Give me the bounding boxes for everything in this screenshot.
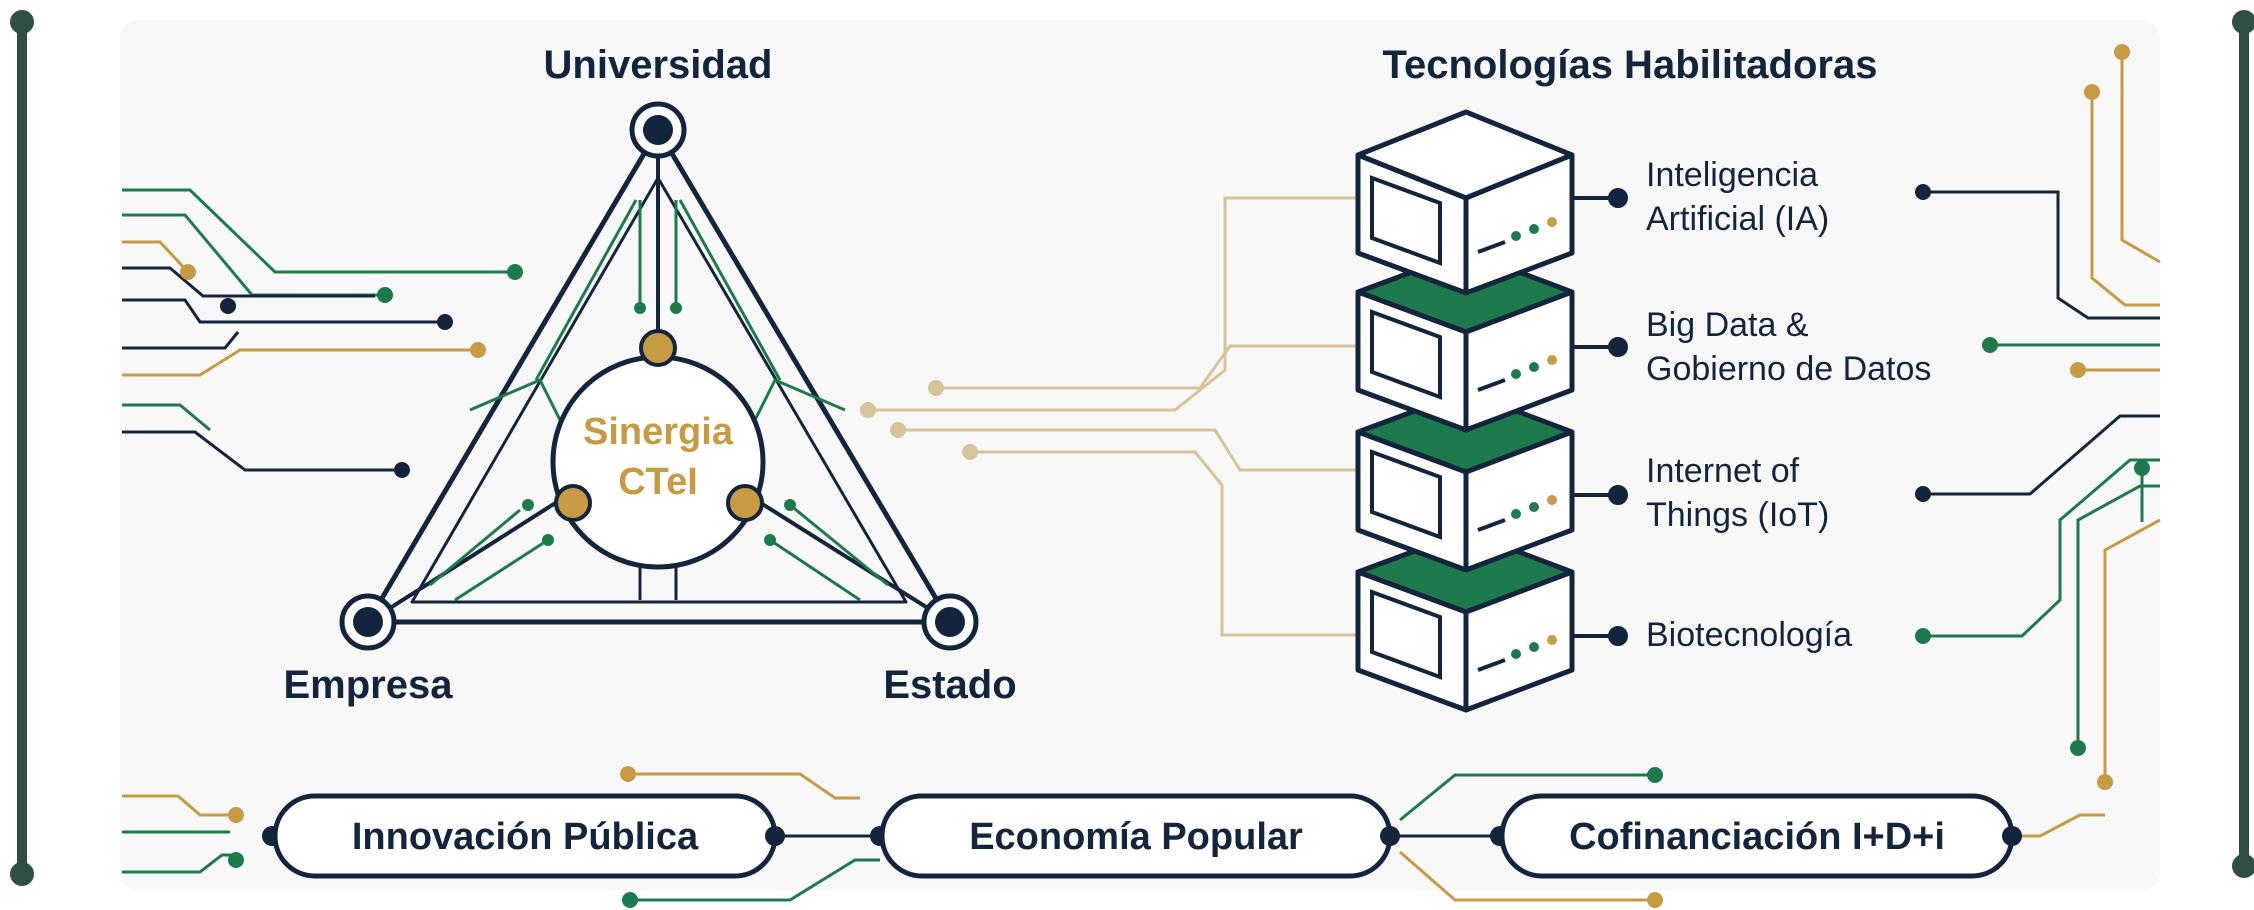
right-circuit-traces [1923,52,2161,782]
pill-label-innovacion-publica: Innovación Pública [352,816,699,858]
tan-link-traces [868,196,1360,637]
pill-cofinanciacion [1490,793,2022,879]
right-trace-terminals [1915,44,2150,790]
pill-label-cofinanciacion: Cofinanciación I+D+i [1569,816,1945,858]
tech-item-bigdata-line1: Big Data & [1646,306,1809,344]
tech-title: Tecnologías Habilitadoras [1383,43,1878,87]
tech-item-ia-line2: Artificial (IA) [1646,200,1829,238]
triangle-vertex-nodes [339,101,979,651]
center-label-sinergia: Sinergia [583,411,734,453]
label-estado: Estado [883,663,1016,707]
tech-connectors [1572,188,1628,646]
pill-label-economia-popular: Economía Popular [969,816,1303,858]
triple-helix-triangle [365,127,953,625]
center-label-ctei: CTeI [618,461,698,503]
bottom-trace-terminals [228,766,1663,908]
pill-innovacion-publica [262,793,785,879]
tech-item-ia-line1: Inteligencia [1646,156,1818,194]
tech-item-biotech-line1: Biotecnología [1646,616,1852,654]
left-trace-terminals [180,264,523,478]
tan-link-terminals [860,380,978,460]
tech-item-bigdata-line2: Gobierno de Datos [1646,350,1931,388]
label-universidad: Universidad [544,43,773,87]
background-panel [120,20,2160,890]
server-stack [1355,109,1575,713]
center-hub [522,302,796,570]
tech-item-iot-line1: Internet of [1646,452,1800,490]
right-frame-bar [2232,10,2254,878]
server-unit [1355,109,1575,296]
left-circuit-traces [122,188,515,472]
tech-item-iot-line2: Things (IoT) [1646,496,1829,534]
bottom-circuit-traces [122,772,2105,902]
pill-economia-popular [870,793,1400,879]
label-empresa: Empresa [284,663,454,707]
left-frame-bar [10,10,34,886]
